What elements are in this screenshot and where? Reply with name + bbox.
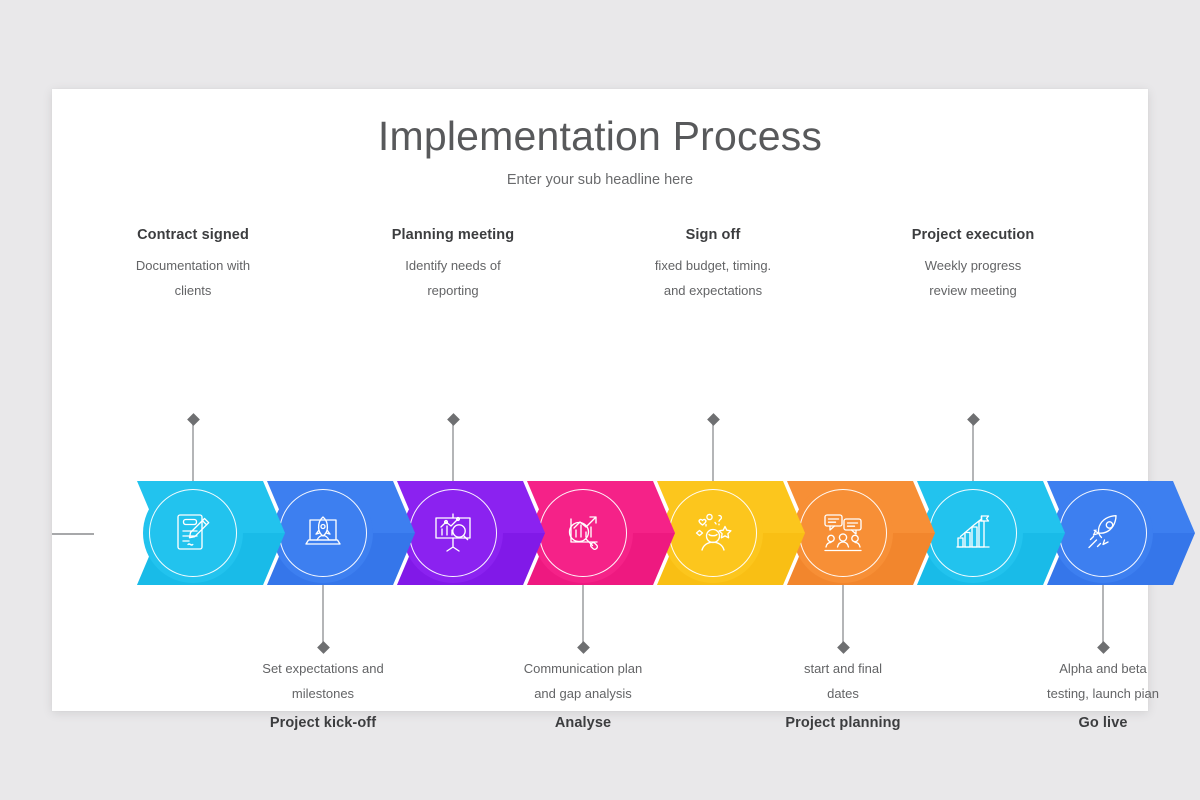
growth-chart-flag-icon [946,506,1000,560]
step-title-6: Project planning [785,715,901,732]
step-title-8: Go live [1078,715,1128,732]
step-icon-circle [533,483,633,583]
step-desc-line1-4: Communication plan [523,661,643,676]
presentation-analysis-icon [426,506,480,560]
step-desc-line1-7: Weekly progress [924,258,1022,273]
step-desc-line2-5: and expectations [663,283,763,299]
step-icon-circle [273,483,373,583]
step-connector-3 [452,419,454,487]
step-desc-line1-2: Set expectations and [262,661,384,676]
rocket-laptop-icon [296,506,350,560]
step-icon-circle [793,483,893,583]
step-icon-circle [403,483,503,583]
step-desc-line2-1: clients [174,283,212,299]
step-desc-line2-6: dates [827,686,859,702]
step-title-2: Project kick-off [269,715,377,732]
step-label-8: Alpha and beta testing, launch pian Go liv… [988,656,1200,731]
step-desc-line2-8: testing, launch pian [1046,686,1160,702]
step-connector-2 [322,577,324,647]
process-step-2[interactable] [267,481,415,585]
step-connector-7 [972,419,974,487]
process-step-7[interactable] [917,481,1065,585]
step-desc-line2-3: reporting [427,283,479,299]
step-icon-circle [1053,483,1153,583]
step-desc-line1-1: Documentation with [135,258,251,273]
contract-pen-icon [166,506,220,560]
step-icon-circle [663,483,763,583]
process-step-5[interactable] [657,481,805,585]
rocket-icon [1076,506,1130,560]
step-connector-1 [192,419,194,487]
slide-canvas: Implementation Process Enter your sub he… [52,89,1195,731]
step-connector-5 [712,419,714,487]
step-connector-8 [1102,577,1104,647]
step-icon-circle [923,483,1023,583]
step-title-4: Analyse [554,715,612,732]
step-label-5: Sign off fixed budget, timing. and expecta… [598,227,828,303]
step-desc-line1-3: Identify needs of [405,258,501,273]
baseline-left [52,533,94,535]
process-step-8[interactable] [1047,481,1195,585]
page-title: Implementation Process [377,113,823,159]
step-desc-line2-7: review meeting [929,283,1017,299]
step-connector-4 [582,577,584,647]
step-title-5: Sign off [685,227,741,243]
step-connector-6 [842,577,844,647]
process-chevron-row [52,89,1195,711]
idea-person-icon [686,506,740,560]
step-title-1: Contract signed [137,227,249,243]
step-title-7: Project execution [911,227,1035,243]
step-icon-circle [143,483,243,583]
process-step-1[interactable] [137,481,285,585]
process-step-4[interactable] [527,481,675,585]
step-desc-line1-5: fixed budget, timing. [654,258,772,273]
step-desc-line1-8: Alpha and beta [1059,661,1147,676]
process-step-6[interactable] [787,481,935,585]
team-meeting-icon [816,506,870,560]
step-desc-line1-6: start and final [803,661,883,676]
step-title-3: Planning meeting [391,227,515,243]
process-step-3[interactable] [397,481,545,585]
chart-magnifier-icon [556,506,610,560]
page-subtitle: Enter your sub headline here [506,172,694,188]
step-desc-line2-4: and gap analysis [534,686,632,702]
step-desc-line2-2: milestones [291,686,355,702]
